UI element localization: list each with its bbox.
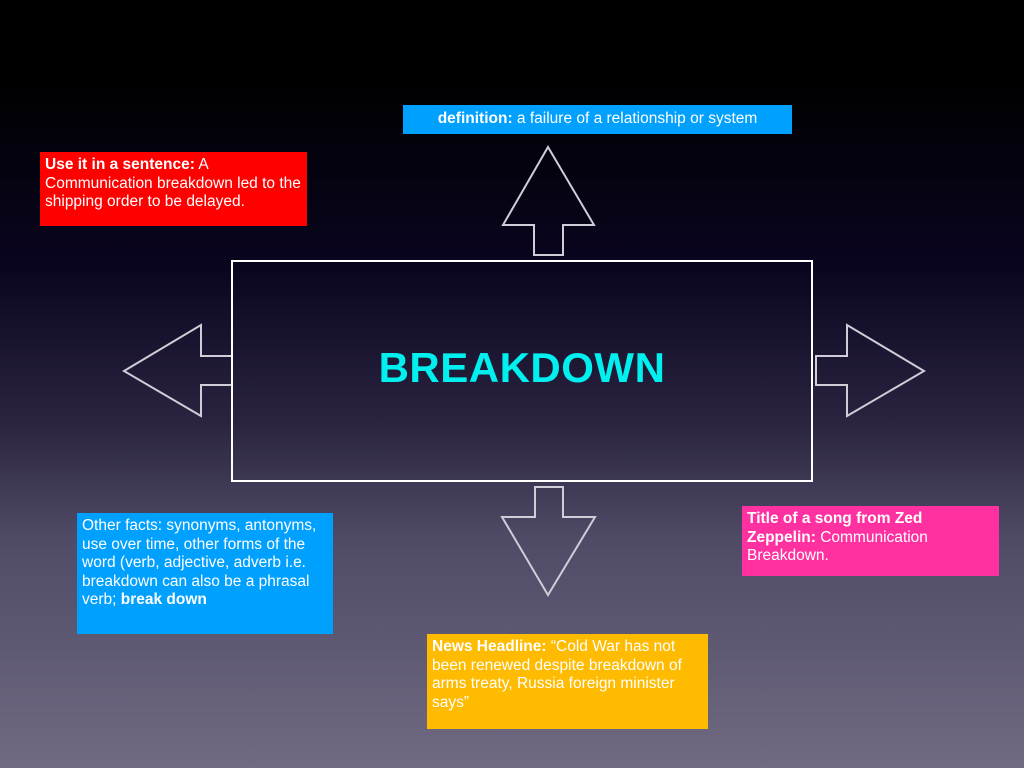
other-facts-box: Other facts: synonyms, antonyms, use ove… xyxy=(77,513,333,634)
news-headline-box: News Headline: “Cold War has not been re… xyxy=(427,634,708,729)
arrow-up-icon xyxy=(501,145,596,256)
definition-label: definition: xyxy=(437,110,513,127)
song-text: Communication Breakdown. xyxy=(747,528,928,565)
facts-bold: break down xyxy=(120,591,207,608)
definition-box: definition: a failure of a relationship … xyxy=(403,105,792,134)
arrow-right-icon xyxy=(815,323,926,418)
sentence-box: Use it in a sentence: A Communication br… xyxy=(40,152,307,226)
arrow-left-icon xyxy=(122,323,233,418)
sentence-label: Use it in a sentence: xyxy=(45,156,195,173)
news-label: News Headline: xyxy=(432,638,547,655)
facts-text: Other facts: synonyms, antonyms, use ove… xyxy=(82,517,317,608)
news-text: “Cold War has not been renewed despite b… xyxy=(432,638,682,711)
sentence-text: A Communication breakdown led to the shi… xyxy=(45,156,301,210)
central-word: BREAKDOWN xyxy=(378,344,666,391)
definition-text: a failure of a relationship or system xyxy=(512,110,758,127)
arrow-down-icon xyxy=(500,486,597,597)
song-box: Title of a song from Zed Zeppelin: Commu… xyxy=(742,506,999,576)
song-label: Title of a song from Zed Zeppelin: xyxy=(747,510,923,546)
central-word-box: BREAKDOWN xyxy=(231,260,813,482)
